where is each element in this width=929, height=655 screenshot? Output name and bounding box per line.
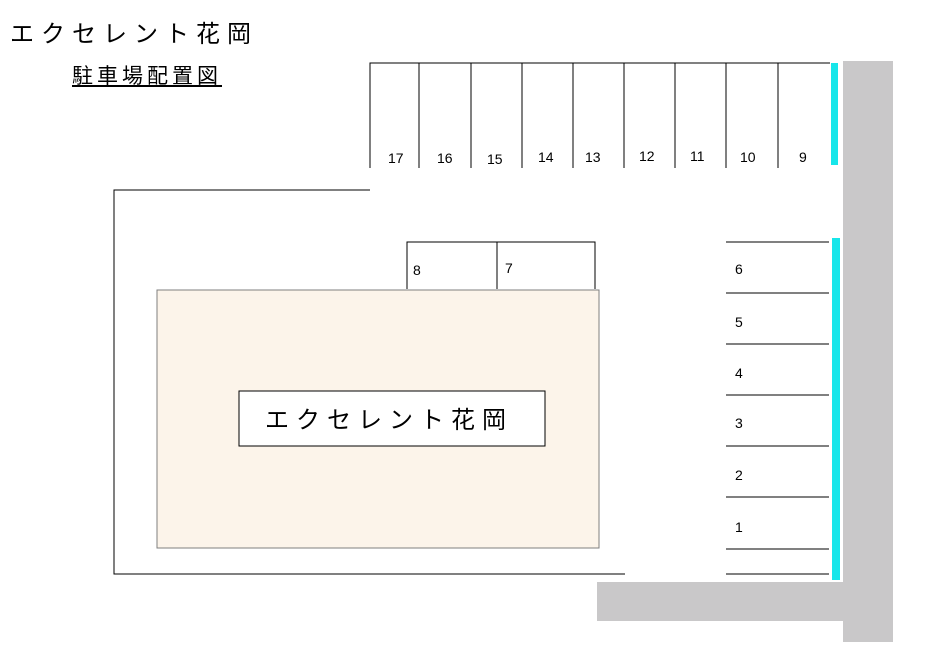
fence-right: [832, 238, 840, 580]
space-11: 11: [690, 148, 705, 164]
space-16: 16: [437, 150, 453, 166]
space-8: 8: [413, 262, 421, 278]
space-4: 4: [735, 365, 743, 381]
space-12: 12: [639, 148, 655, 164]
right-column-dividers: [726, 241, 829, 575]
diagram-title: エクセレント花岡: [10, 20, 258, 48]
road-horizontal: [597, 582, 893, 621]
space-17: 17: [388, 150, 404, 166]
fence-top: [831, 63, 838, 165]
space-10: 10: [740, 149, 756, 165]
space-15: 15: [487, 151, 503, 167]
space-1: 1: [735, 519, 743, 535]
mid-spaces-outline: [406, 241, 596, 289]
space-5: 5: [735, 314, 743, 330]
space-6: 6: [735, 261, 743, 277]
building-label: エクセレント花岡: [265, 406, 513, 434]
space-9: 9: [799, 149, 807, 165]
lot-outline: [369, 62, 830, 168]
top-row-dividers: [418, 63, 779, 168]
space-7: 7: [505, 260, 513, 276]
road-vertical: [843, 61, 893, 642]
space-3: 3: [735, 415, 743, 431]
building-label-box: [238, 390, 546, 447]
space-13: 13: [585, 149, 601, 165]
diagram-subtitle: 駐車場配置図: [72, 64, 222, 88]
space-14: 14: [538, 149, 554, 165]
lot-outline-left: [113, 189, 625, 575]
space-2: 2: [735, 467, 743, 483]
